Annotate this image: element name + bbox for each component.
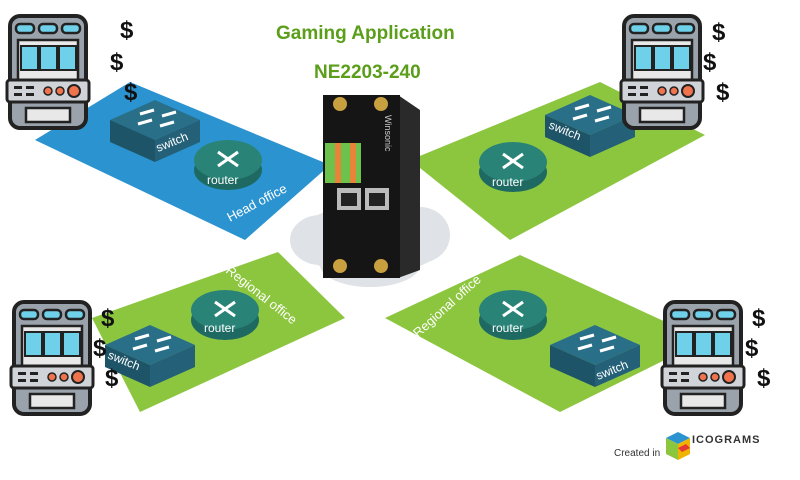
svg-text:$: $ [716,79,730,106]
svg-text:$: $ [120,17,134,44]
svg-text:$: $ [712,19,726,46]
dollar-icons: $ $ $ $ $ $ $ $ $ $ $ $ [93,17,771,392]
router-icon: router [189,288,261,342]
router-icon: router [477,140,549,194]
svg-text:$: $ [124,79,138,106]
head-office-zone [35,82,330,240]
slot-machine-icon [619,14,705,130]
regional-office-zone-se [385,255,705,412]
router-icon: router [192,138,264,192]
svg-text:$: $ [101,305,115,332]
slot-machine-icon [660,300,746,416]
device-brand: Winsonic [383,115,393,152]
svg-text:router: router [492,175,523,189]
icograms-logo [666,432,690,460]
switch-icon: switch [103,323,197,389]
ne2203-240-router-device: Winsonic [323,95,420,278]
svg-text:$: $ [752,305,766,332]
svg-text:$: $ [757,365,771,392]
svg-text:$: $ [745,335,759,362]
svg-text:router: router [207,173,238,187]
svg-text:$: $ [93,335,107,362]
diagram-title: Gaming Application [276,23,455,44]
svg-text:router: router [204,321,235,335]
svg-text:$: $ [703,49,717,76]
router-icon: router [477,288,549,342]
slot-machine-icon [5,14,91,130]
svg-text:$: $ [105,365,119,392]
created-in-label: Created in [614,448,660,459]
svg-text:$: $ [110,49,124,76]
switch-icon: switch [543,93,637,159]
device-model-label: NE2203-240 [314,62,421,83]
svg-text:router: router [492,321,523,335]
icograms-brand: ICOGRAMS [692,434,761,446]
slot-machine-icon [9,300,95,416]
